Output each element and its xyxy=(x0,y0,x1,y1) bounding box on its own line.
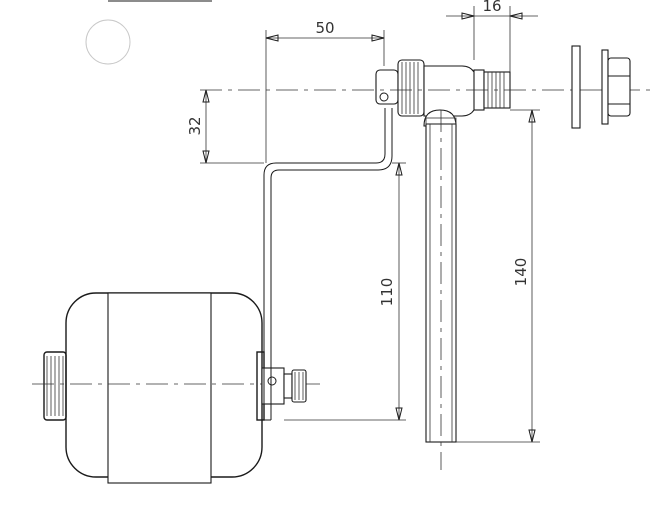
dimension-16: 16 xyxy=(446,0,538,72)
dim-label-50: 50 xyxy=(315,19,334,37)
dim-label-140: 140 xyxy=(512,258,530,287)
washer xyxy=(571,45,581,129)
dimension-32: 32 xyxy=(186,89,264,164)
dimension-50: 50 xyxy=(265,19,385,163)
float-connector xyxy=(261,367,307,405)
lever-arm xyxy=(263,108,393,421)
outlet-tube xyxy=(423,109,457,443)
dim-label-110: 110 xyxy=(378,278,396,307)
dimension-110: 110 xyxy=(284,162,406,421)
dim-label-16: 16 xyxy=(482,0,501,15)
dimension-140: 140 xyxy=(456,109,540,443)
hex-nut xyxy=(601,49,631,125)
marker-circle xyxy=(85,19,131,65)
float-body xyxy=(43,292,265,484)
valve-head xyxy=(375,59,511,117)
dim-label-32: 32 xyxy=(186,116,204,135)
